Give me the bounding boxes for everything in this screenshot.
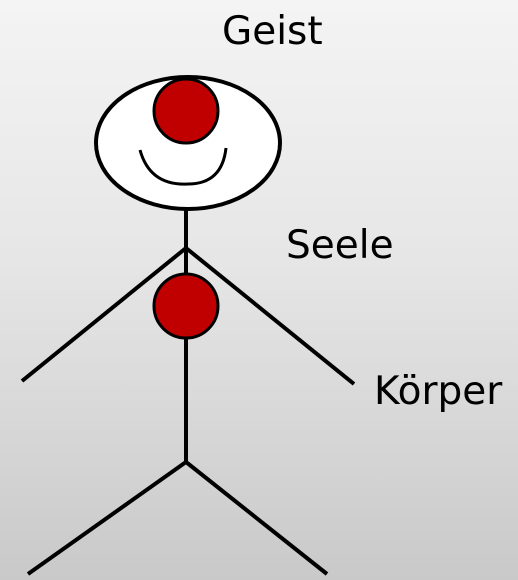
left-leg	[26, 460, 188, 576]
label-body: Körper	[374, 369, 503, 414]
left-arm	[20, 246, 188, 383]
right-arm	[184, 246, 356, 386]
smile	[138, 147, 228, 186]
right-leg	[184, 460, 329, 576]
soul-dot	[152, 272, 220, 340]
label-soul: Seele	[286, 223, 394, 268]
spirit-dot	[152, 77, 220, 145]
label-spirit: Geist	[222, 9, 323, 54]
